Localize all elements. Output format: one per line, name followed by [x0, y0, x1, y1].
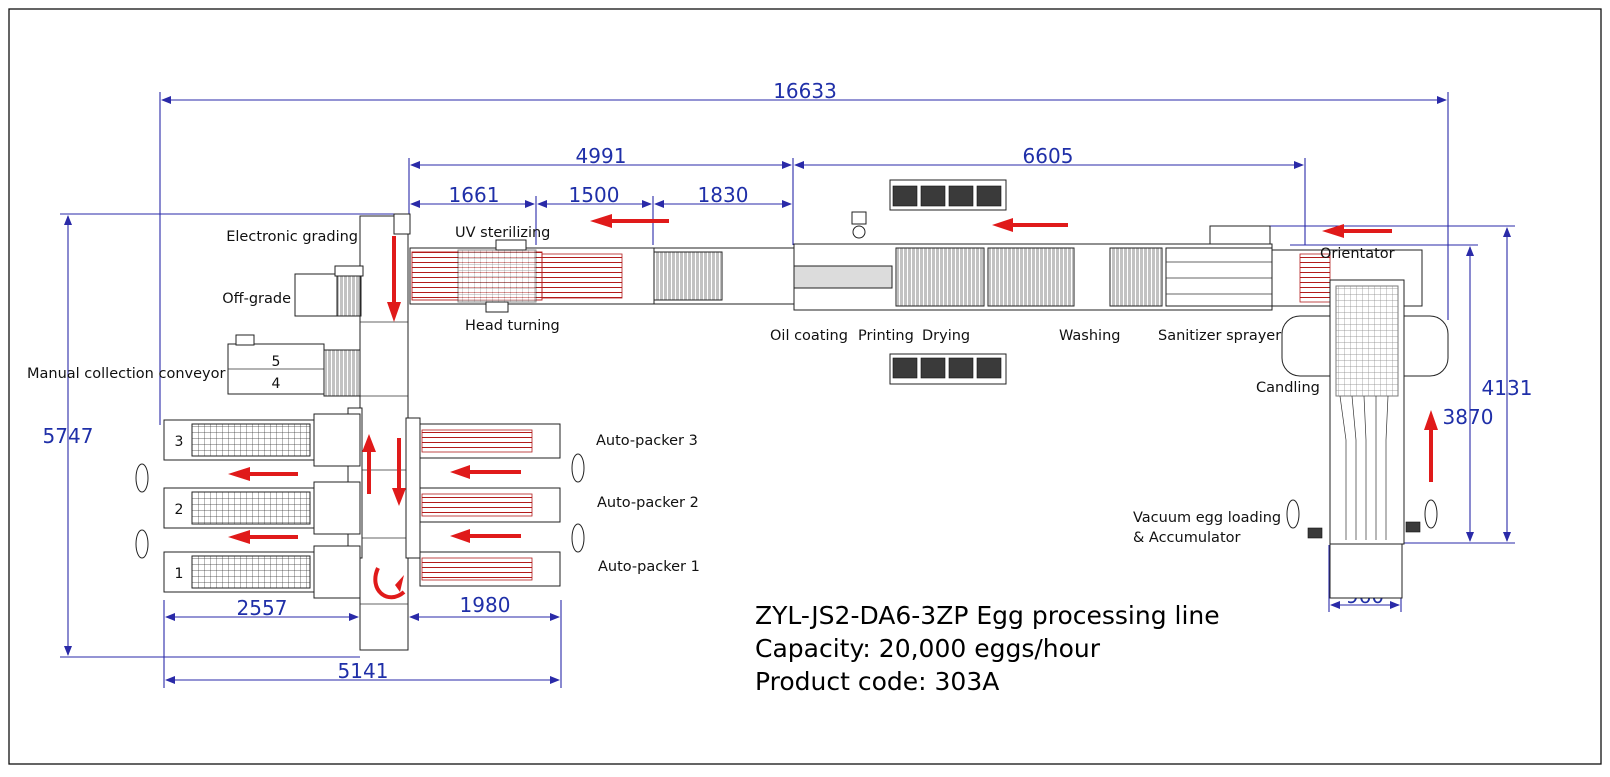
- label-drying: Drying: [922, 328, 970, 344]
- dim-seg-a: 1661: [449, 183, 500, 207]
- dim-total-length: 16633: [773, 79, 837, 103]
- label-autopacker-1: Auto-packer 1: [598, 559, 700, 575]
- dim-seg-b: 1500: [569, 183, 620, 207]
- off-grade-unit: [294, 265, 364, 317]
- process-labels: Electronic grading UV sterilizing Off-gr…: [27, 225, 1395, 575]
- dim-seg-c: 1830: [698, 183, 749, 207]
- dim-packer-left: 2557: [237, 596, 288, 620]
- label-oil-coating: Oil coating: [770, 328, 848, 344]
- title-line-3: Product code: 303A: [755, 667, 999, 696]
- title-block: ZYL-JS2-DA6-3ZP Egg processing line Capa…: [755, 601, 1220, 696]
- label-uv-sterilizing: UV sterilizing: [455, 225, 550, 241]
- dim-total-height: 5747: [43, 424, 94, 448]
- manual-collection-conveyor: 5 4: [227, 334, 361, 397]
- title-line-2: Capacity: 20,000 eggs/hour: [755, 634, 1101, 663]
- dim-bottom-total: 5141: [338, 659, 389, 683]
- label-off-grade: Off-grade: [222, 291, 291, 307]
- uv-grading-section: [409, 239, 795, 313]
- dim-left-section: 4991: [576, 144, 627, 168]
- washing-line: [793, 225, 1423, 311]
- lane-number-4: 4: [272, 376, 281, 392]
- lane-number-2: 2: [175, 502, 184, 518]
- lane-number-3: 3: [175, 434, 184, 450]
- dim-right-height-outer: 4131: [1482, 376, 1533, 400]
- label-candling: Candling: [1256, 380, 1320, 396]
- label-head-turning: Head turning: [465, 318, 560, 334]
- dimension-values: 16633 4991 6605 1661 1500 1830 5747 4131…: [43, 79, 1533, 683]
- lane-number-5: 5: [272, 354, 281, 370]
- label-autopacker-3: Auto-packer 3: [596, 433, 698, 449]
- dim-right-section: 6605: [1023, 144, 1074, 168]
- label-washing: Washing: [1059, 328, 1120, 344]
- dimension-lines: [60, 92, 1515, 688]
- label-sanitizer: Sanitizer sprayer: [1158, 328, 1281, 344]
- label-autopacker-2: Auto-packer 2: [597, 495, 699, 511]
- auto-packers: [419, 423, 561, 587]
- label-printing: Printing: [858, 328, 914, 344]
- packer-lanes-left: 3 2 1: [163, 413, 361, 599]
- label-vacuum-loading-2: & Accumulator: [1133, 530, 1241, 546]
- printer-heads: [851, 179, 1007, 385]
- candling-loader: [1281, 279, 1449, 599]
- label-orientator: Orientator: [1320, 246, 1395, 262]
- label-manual-collection: Manual collection conveyor: [27, 366, 225, 382]
- drawing-frame: [8, 8, 1602, 765]
- label-vacuum-loading-1: Vacuum egg loading: [1133, 510, 1281, 526]
- operator-eyes: [135, 453, 1438, 559]
- lane-number-1: 1: [175, 566, 184, 582]
- flow-arrows: [228, 214, 1438, 600]
- title-line-1: ZYL-JS2-DA6-3ZP Egg processing line: [755, 601, 1220, 630]
- dim-packer-right: 1980: [460, 593, 511, 617]
- dim-right-height-inner: 3870: [1443, 405, 1494, 429]
- label-electronic-grading: Electronic grading: [226, 229, 358, 245]
